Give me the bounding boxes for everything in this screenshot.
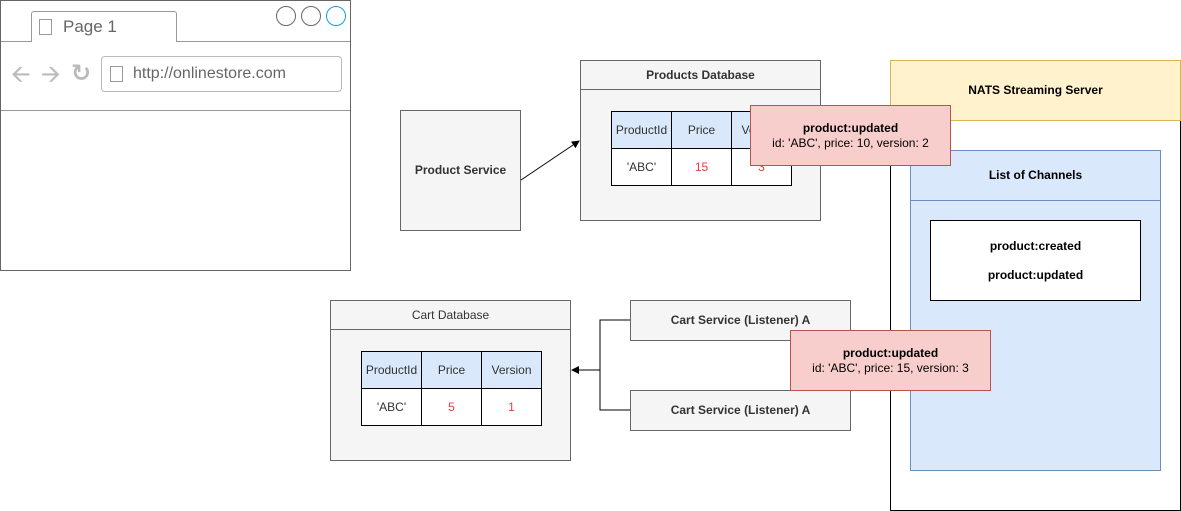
- channels-panel: List of Channels product:created product…: [910, 150, 1161, 471]
- col-productid: ProductId: [611, 111, 672, 149]
- cell-version: 1: [481, 388, 542, 426]
- page-icon: [39, 19, 52, 35]
- channel-item: product:created: [989, 239, 1082, 253]
- product-service-label: Product Service: [414, 163, 507, 177]
- cell-productid: 'ABC': [611, 148, 672, 186]
- channels-list: product:created product:updated: [930, 220, 1141, 301]
- event-product-updated-top: product:updated id: 'ABC', price: 10, ve…: [750, 105, 951, 166]
- channel-item: product:updated: [987, 268, 1084, 282]
- cell-productid: 'ABC': [361, 388, 422, 426]
- maximize-icon[interactable]: [301, 6, 321, 26]
- col-price: Price: [671, 111, 732, 149]
- cart-service-label: Cart Service (Listener) A: [670, 313, 811, 327]
- close-icon[interactable]: [326, 6, 346, 26]
- cart-database-title: Cart Database: [411, 308, 490, 322]
- event-detail: id: 'ABC', price: 10, version: 2: [772, 136, 929, 150]
- cell-price: 15: [671, 148, 732, 186]
- address-bar[interactable]: http://onlinestore.com: [101, 56, 342, 92]
- cart-service-listener-1: Cart Service (Listener) A: [630, 300, 851, 341]
- nats-server: NATS Streaming Server List of Channels p…: [890, 60, 1181, 511]
- back-icon[interactable]: 🡨: [11, 61, 31, 88]
- event-detail: id: 'ABC', price: 15, version: 3: [812, 361, 969, 375]
- forward-icon[interactable]: 🡪: [41, 61, 61, 88]
- cell-price: 5: [421, 388, 482, 426]
- connector-listener-1: [599, 319, 630, 411]
- cart-database: Cart Database ProductId Price Version 'A…: [330, 300, 571, 461]
- nats-title: NATS Streaming Server: [968, 83, 1103, 97]
- cart-service-listener-2: Cart Service (Listener) A: [630, 390, 851, 431]
- reload-icon[interactable]: ↻: [71, 60, 92, 87]
- channels-title: List of Channels: [988, 168, 1083, 182]
- product-service-box: Product Service: [400, 110, 521, 231]
- event-name: product:updated: [802, 121, 899, 135]
- products-database-title: Products Database: [646, 68, 755, 82]
- url-text: http://onlinestore.com: [133, 65, 286, 82]
- browser-window: Page 1 🡨 🡪 ↻ http://onlinestore.com: [0, 0, 351, 271]
- minimize-icon[interactable]: [276, 6, 296, 26]
- products-database-header: [581, 61, 820, 90]
- arrow-product-to-db: [520, 140, 580, 181]
- page-icon: [110, 66, 123, 82]
- col-price: Price: [421, 351, 482, 389]
- event-product-updated-bottom: product:updated id: 'ABC', price: 15, ve…: [790, 330, 991, 391]
- products-database: Products Database ProductId Price Versio…: [580, 60, 821, 221]
- cart-service-label: Cart Service (Listener) A: [670, 403, 811, 417]
- channels-header: [911, 151, 1160, 201]
- tab-label: Page 1: [63, 17, 117, 36]
- cart-table: ProductId Price Version 'ABC' 5 1: [361, 351, 542, 426]
- col-version: Version: [481, 351, 542, 389]
- event-name: product:updated: [842, 346, 939, 360]
- cart-database-header: [331, 301, 570, 330]
- browser-tab[interactable]: Page 1: [31, 11, 177, 42]
